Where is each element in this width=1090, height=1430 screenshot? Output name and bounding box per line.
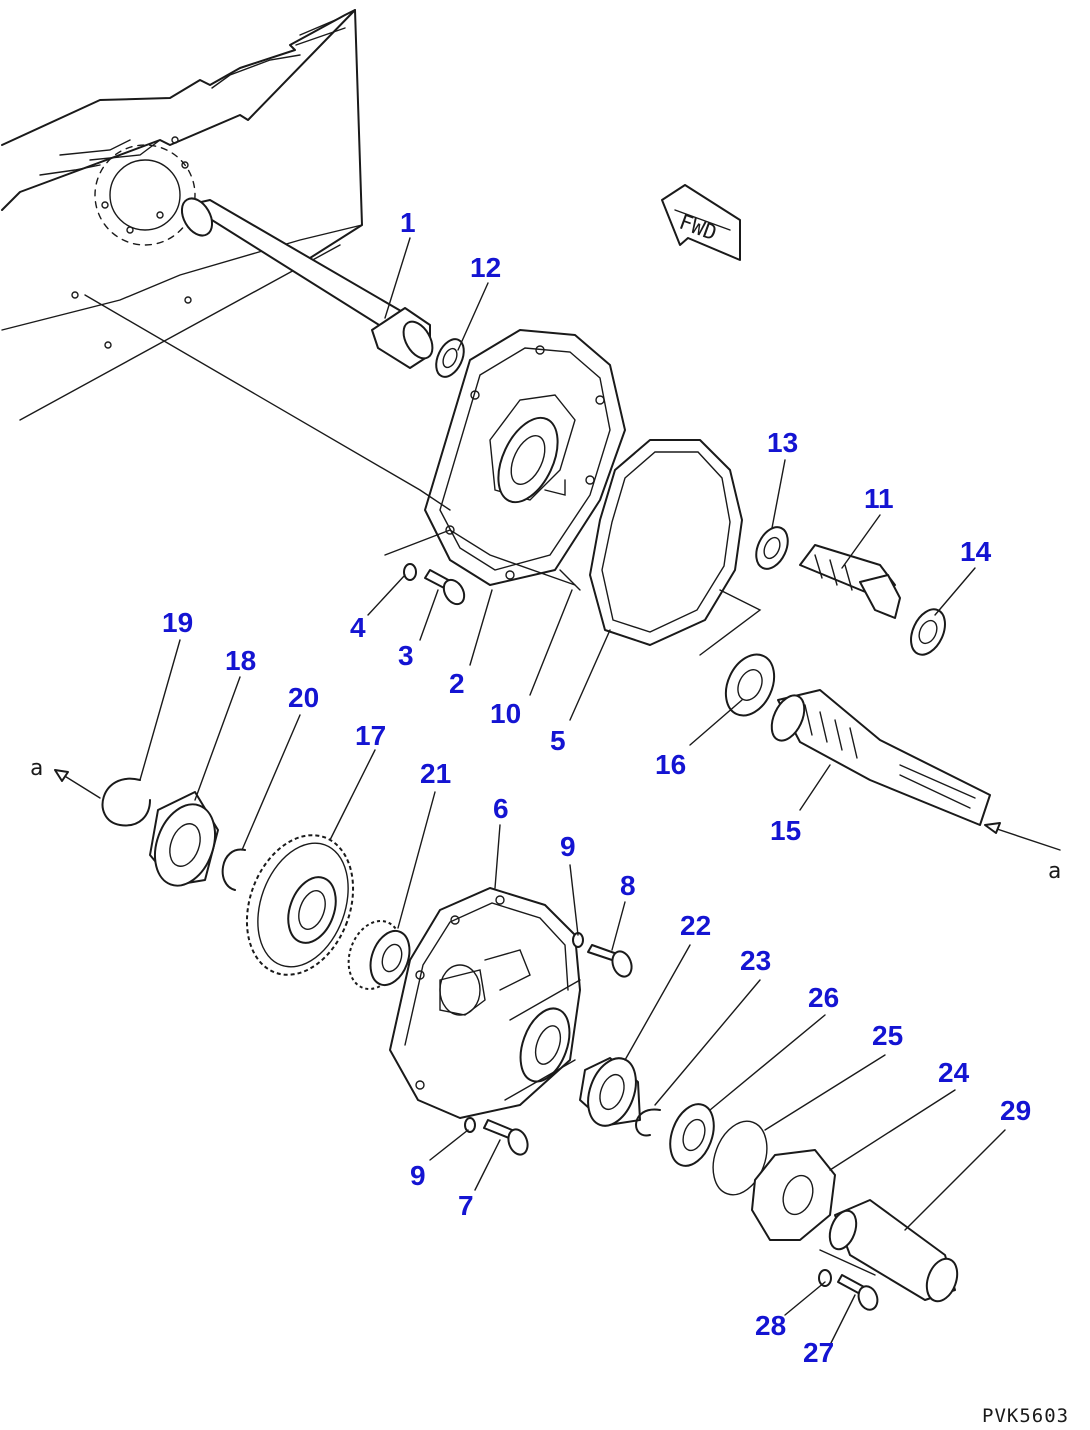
part-15-output-shaft <box>770 689 991 826</box>
part-27-bolt <box>837 1274 879 1311</box>
reference-arrow-left: a <box>30 756 101 799</box>
callout-29: 29 <box>1000 1095 1031 1126</box>
callout-19: 19 <box>162 607 193 638</box>
part-12-bearing <box>435 338 465 378</box>
callout-13: 13 <box>767 427 798 458</box>
callout-8: 8 <box>620 870 636 901</box>
part-26-seal <box>669 1103 715 1167</box>
callout-numbers: 1 2 3 4 5 6 7 8 9 9 10 11 12 13 14 15 16… <box>162 207 1031 1368</box>
callout-9-lower: 9 <box>410 1160 426 1191</box>
part-21-pinion-gear <box>347 920 411 990</box>
callout-7: 7 <box>458 1190 474 1221</box>
callout-18: 18 <box>225 645 256 676</box>
part-23-snap-ring <box>635 1108 661 1137</box>
part-2-housing <box>84 294 626 586</box>
callout-6: 6 <box>493 793 509 824</box>
callout-3: 3 <box>398 640 414 671</box>
callout-20: 20 <box>288 682 319 713</box>
part-20-snap-ring <box>221 848 246 891</box>
callout-27: 27 <box>803 1337 834 1368</box>
part-14-bearing <box>910 608 946 656</box>
callout-16: 16 <box>655 749 686 780</box>
callout-24: 24 <box>938 1057 970 1088</box>
callout-11: 11 <box>864 483 894 514</box>
callout-15: 15 <box>770 815 801 846</box>
part-5-gasket <box>589 439 762 656</box>
callout-17: 17 <box>355 720 386 751</box>
ref-mark-left: a <box>30 756 43 781</box>
part-25-o-ring <box>712 1120 768 1196</box>
part-11-pinion-shaft <box>799 544 901 619</box>
callout-23: 23 <box>740 945 771 976</box>
callout-4: 4 <box>350 612 366 643</box>
drawing-code: PVK5603 <box>982 1405 1069 1427</box>
part-7-bolt <box>483 1119 529 1156</box>
part-17-gear <box>245 834 355 976</box>
part-8-bolt <box>587 944 633 978</box>
part-9-washer-lower <box>464 1117 476 1133</box>
part-16-bearing <box>724 653 776 717</box>
part-28-washer <box>818 1269 832 1287</box>
callout-26: 26 <box>808 982 839 1013</box>
part-18-bearing <box>149 791 219 887</box>
callout-21: 21 <box>420 758 451 789</box>
frame-plate <box>1 9 363 421</box>
reference-arrow-right: a <box>984 822 1061 884</box>
part-19-snap-ring <box>101 777 151 827</box>
part-24-cover <box>751 1149 836 1241</box>
callout-2: 2 <box>449 668 465 699</box>
callout-10: 10 <box>490 698 521 729</box>
callout-9-upper: 9 <box>560 831 576 862</box>
part-10-dowel <box>559 569 581 591</box>
callout-5: 5 <box>550 725 566 756</box>
callout-12: 12 <box>470 252 501 283</box>
part-6-lower-housing <box>389 887 581 1119</box>
leader-lines <box>139 237 1006 1346</box>
callout-25: 25 <box>872 1020 903 1051</box>
ref-mark-right: a <box>1048 859 1061 884</box>
part-13-bearing <box>755 526 789 570</box>
part-3-bolt <box>424 569 466 606</box>
fwd-arrow-icon: FWD <box>661 184 741 261</box>
part-4-washer <box>403 563 417 581</box>
callout-14: 14 <box>960 536 992 567</box>
part-29-yoke <box>819 1199 959 1303</box>
callout-22: 22 <box>680 910 711 941</box>
fwd-label: FWD <box>676 210 720 246</box>
part-22-bearing <box>579 1057 641 1127</box>
part-1-shaft <box>180 197 434 369</box>
callout-1: 1 <box>400 207 416 238</box>
callout-28: 28 <box>755 1310 786 1341</box>
